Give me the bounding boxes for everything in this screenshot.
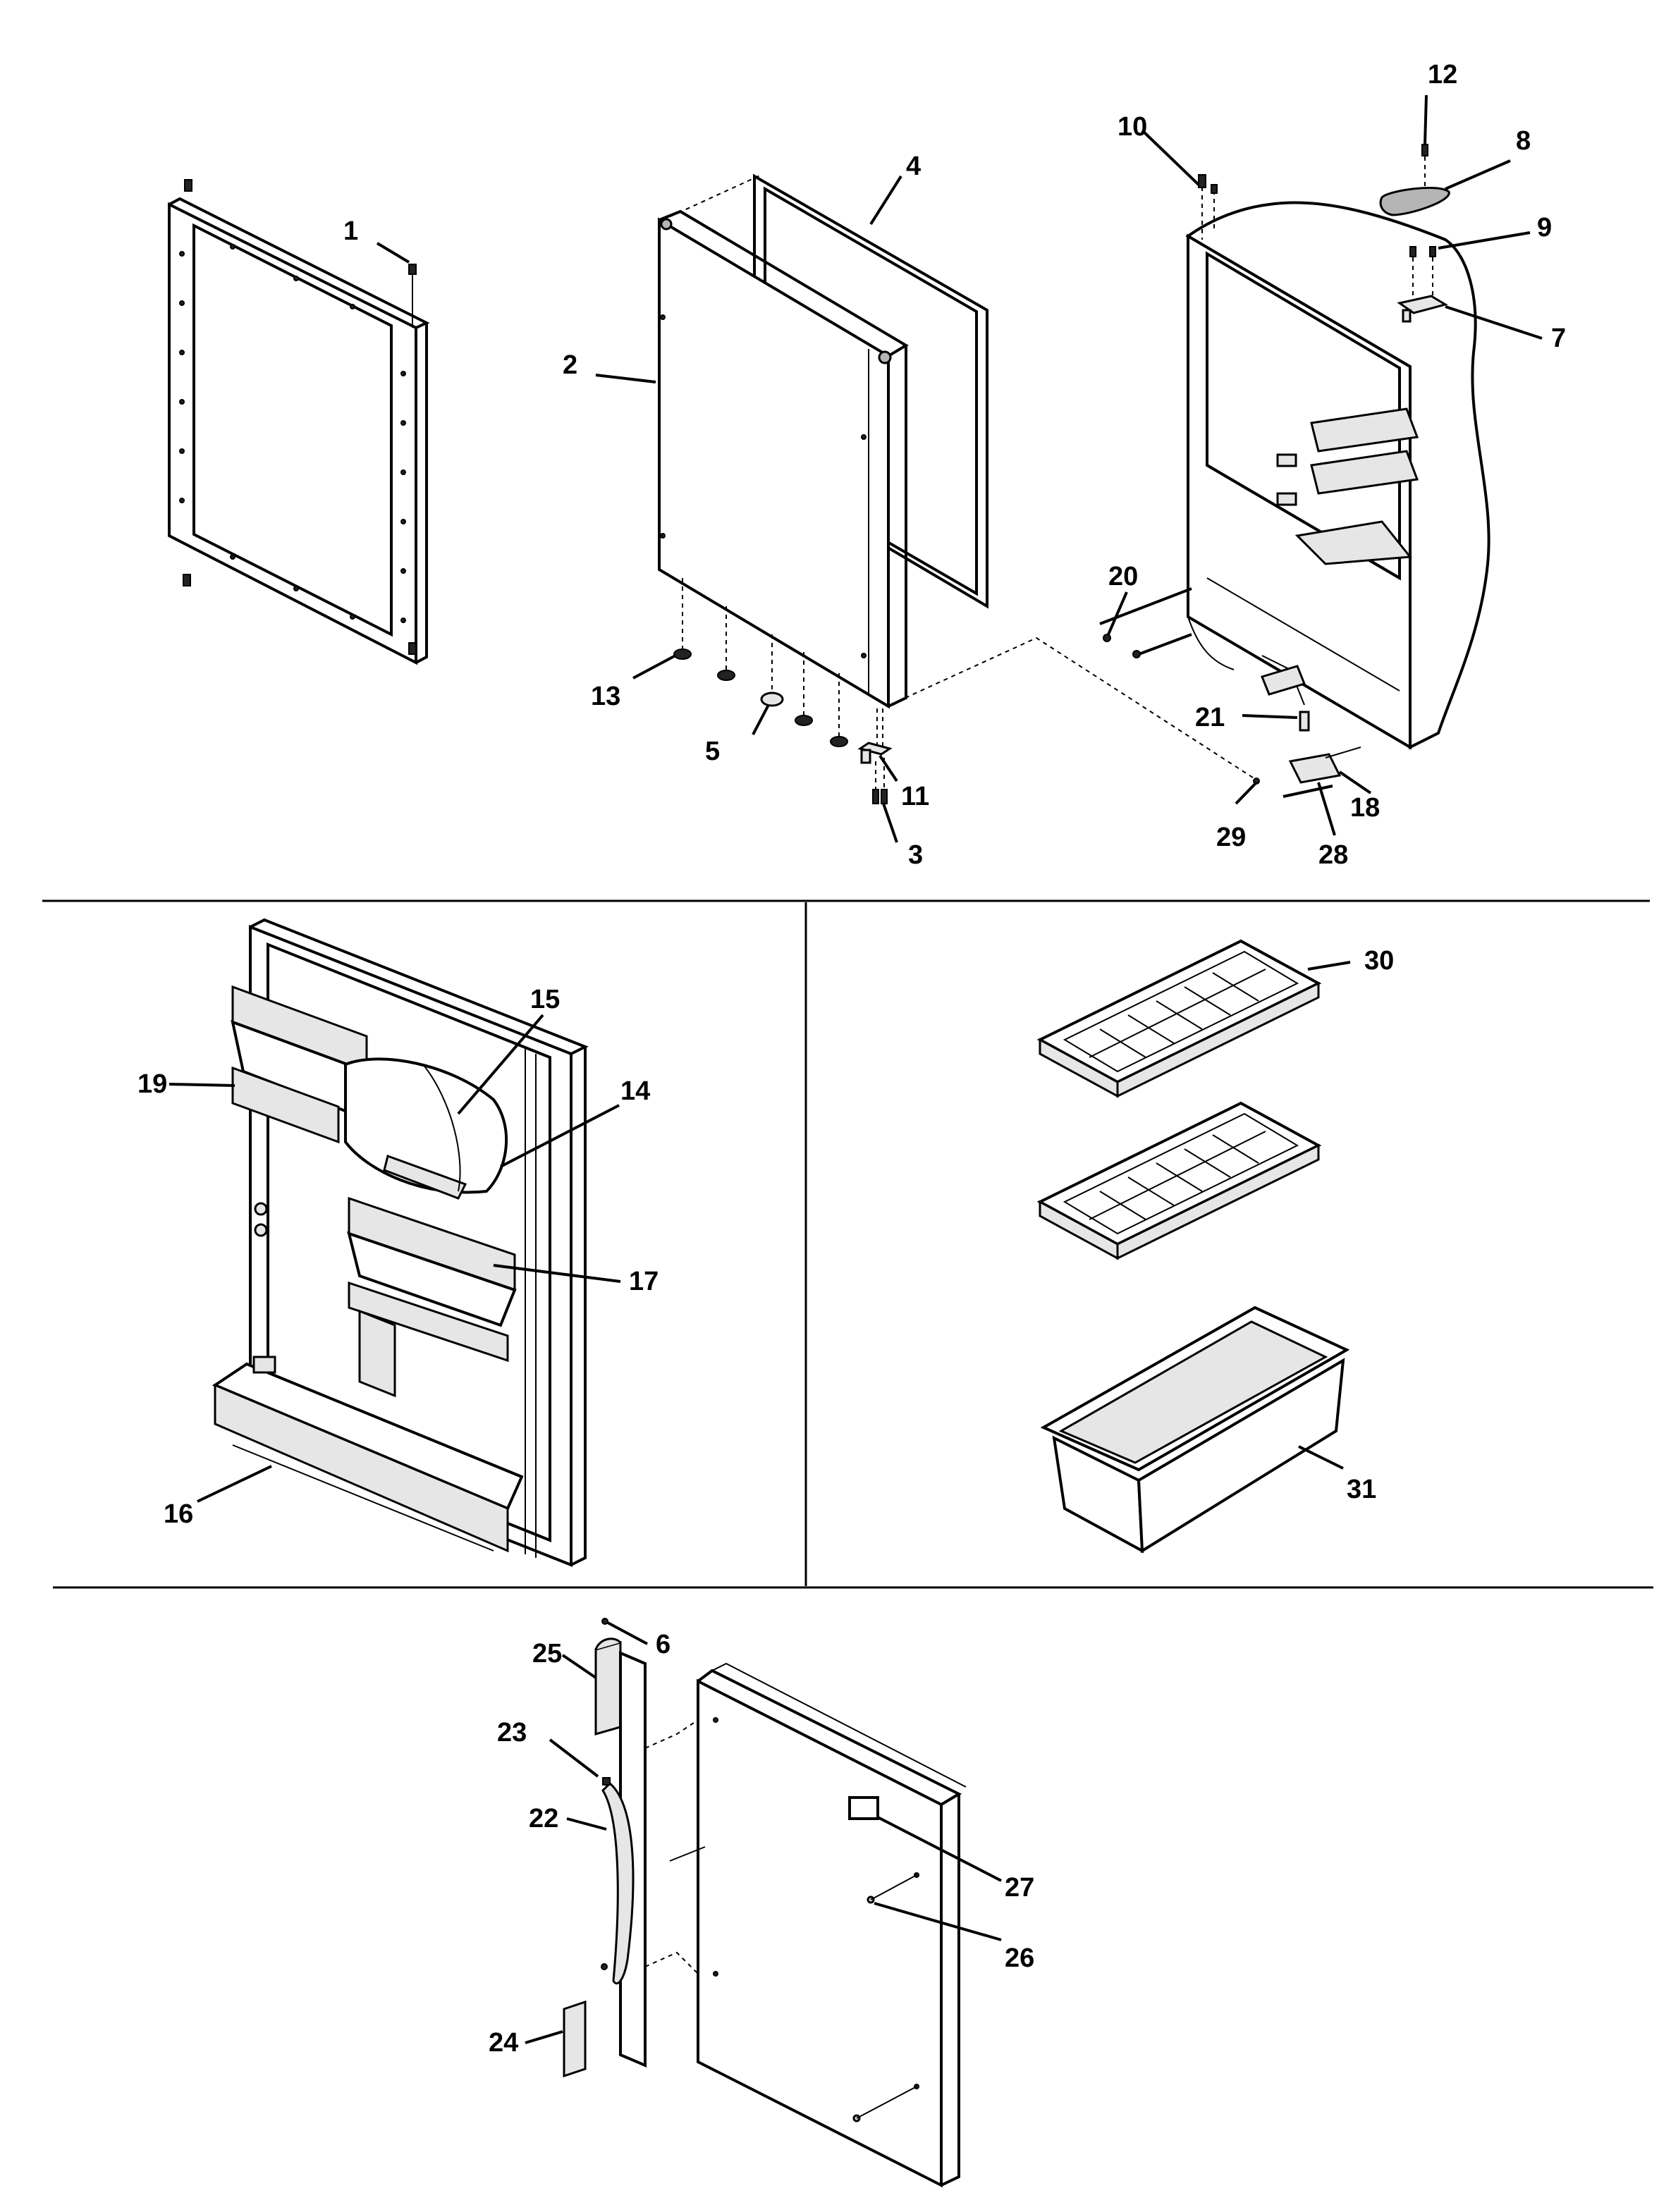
door-panel-part bbox=[658, 173, 988, 804]
callout-8: 8 bbox=[1516, 126, 1531, 156]
callout-6: 6 bbox=[656, 1630, 671, 1659]
callout-20: 20 bbox=[1108, 562, 1138, 591]
callout-7: 7 bbox=[1551, 324, 1566, 353]
door-handle-assembly bbox=[563, 1618, 706, 2078]
callout-17: 17 bbox=[629, 1267, 659, 1296]
callout-16: 16 bbox=[164, 1499, 193, 1529]
door-frame-part bbox=[168, 179, 430, 665]
ice-bin bbox=[1040, 1305, 1350, 1554]
callout-15: 15 bbox=[530, 985, 560, 1014]
frame-screw-lower-right bbox=[408, 642, 417, 655]
dairy-compartment bbox=[344, 1057, 508, 1200]
outer-door-part bbox=[697, 1662, 967, 2188]
callout-27: 27 bbox=[1005, 1873, 1034, 1903]
callout-14: 14 bbox=[620, 1076, 650, 1106]
door-bin-bottom bbox=[212, 1362, 524, 1553]
callout-24: 24 bbox=[489, 2028, 518, 2058]
callout-26: 26 bbox=[1005, 1943, 1034, 1973]
door-bin-middle bbox=[347, 1196, 517, 1363]
frame-screw-holes bbox=[179, 244, 406, 623]
ice-tray-upper bbox=[1036, 939, 1322, 1098]
callout-9: 9 bbox=[1537, 213, 1552, 242]
ice-tray-lower bbox=[1036, 1101, 1322, 1260]
frame-screw-bottom bbox=[183, 574, 191, 586]
callout-18: 18 bbox=[1350, 793, 1380, 823]
callout-30: 30 bbox=[1364, 946, 1394, 976]
callout-2: 2 bbox=[563, 350, 577, 380]
door-feet bbox=[673, 578, 848, 747]
callout-10: 10 bbox=[1118, 112, 1147, 142]
callout-5: 5 bbox=[705, 737, 720, 766]
callout-23: 23 bbox=[497, 1718, 527, 1747]
callout-3: 3 bbox=[908, 840, 923, 870]
callout-12: 12 bbox=[1428, 60, 1457, 90]
door-liner-part bbox=[212, 918, 589, 1567]
frame-screw-right bbox=[408, 264, 417, 275]
callout-19: 19 bbox=[137, 1069, 167, 1099]
callout-21: 21 bbox=[1195, 703, 1225, 732]
lower-hinge bbox=[857, 708, 893, 804]
callout-4: 4 bbox=[906, 152, 921, 181]
callout-29: 29 bbox=[1216, 823, 1246, 852]
leader-lines bbox=[169, 94, 1543, 2044]
callout-31: 31 bbox=[1347, 1475, 1376, 1504]
frame-screw-top bbox=[184, 179, 192, 192]
callout-25: 25 bbox=[532, 1639, 562, 1669]
door-label bbox=[848, 1796, 879, 1820]
callout-1: 1 bbox=[343, 216, 358, 246]
callout-labels: 1 2 3 4 5 6 7 8 9 10 11 12 13 14 15 16 1… bbox=[137, 60, 1566, 2058]
callout-11: 11 bbox=[901, 782, 929, 811]
callout-28: 28 bbox=[1318, 840, 1348, 870]
upper-hinge-assembly bbox=[1198, 144, 1450, 323]
callout-13: 13 bbox=[591, 682, 620, 711]
cabinet-part bbox=[1185, 201, 1490, 750]
callout-22: 22 bbox=[529, 1804, 558, 1833]
